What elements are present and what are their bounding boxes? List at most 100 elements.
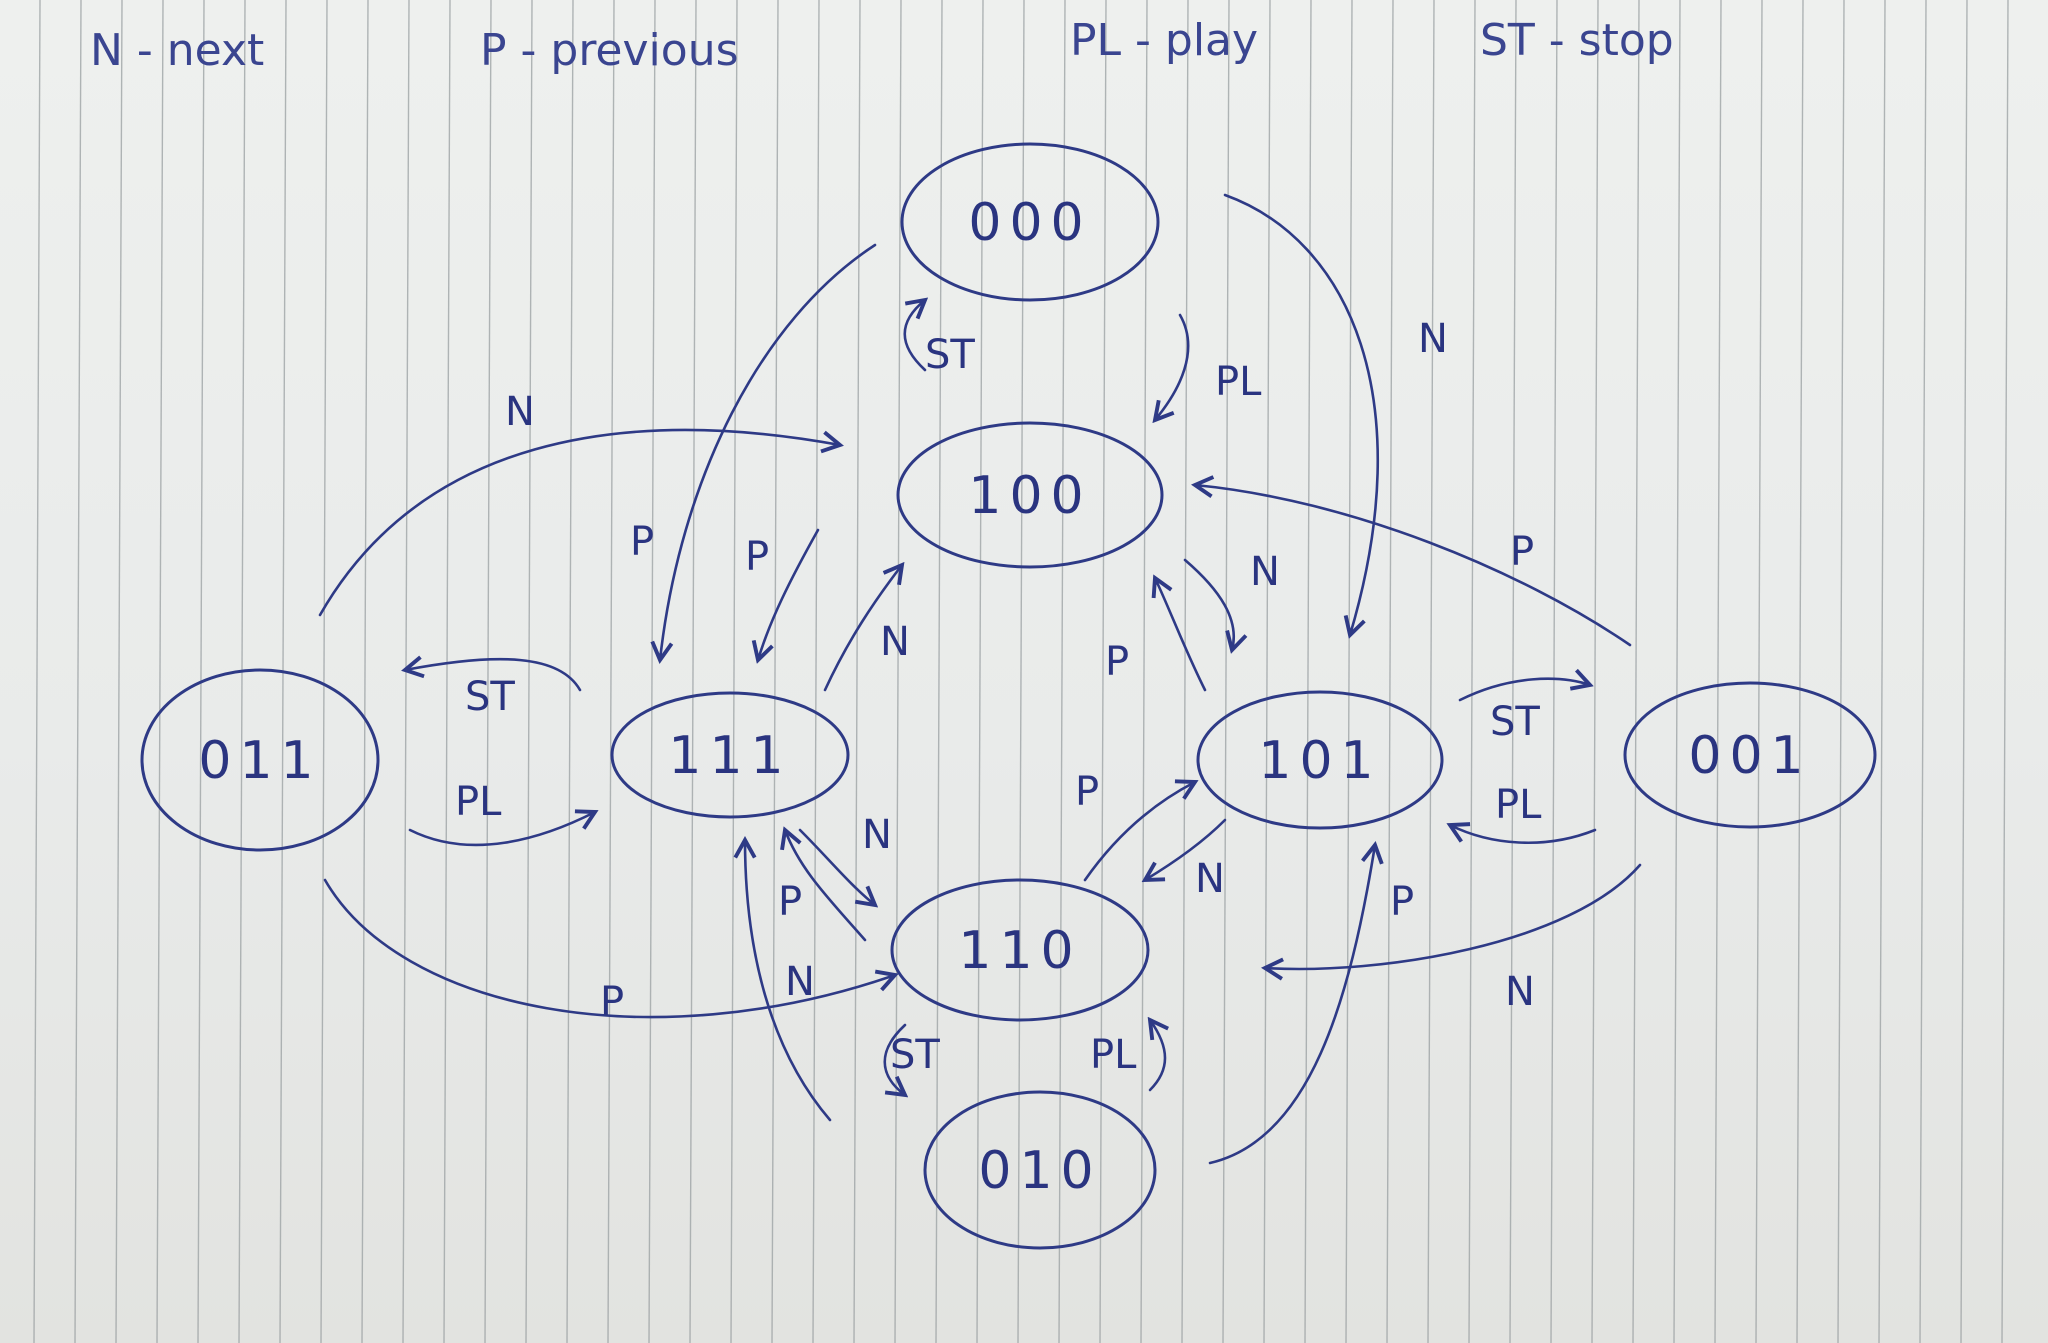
arrow-st-111-011 [405,659,582,692]
arrow-p-011-110 [323,878,895,1019]
label-p-011-110: P [600,979,624,1025]
state-011-label: 011 [198,731,321,791]
arrow-pl-010-110 [1150,1020,1165,1092]
ruled-line [894,0,902,1343]
ruled-line [935,0,943,1343]
state-111-label: 111 [668,726,791,786]
ruled-line [1140,0,1148,1343]
ruled-line [976,0,984,1343]
ruled-line [1632,0,1640,1343]
ruled-line [566,0,574,1343]
state-010-label: 010 [978,1141,1101,1201]
label-p-001-100: P [1510,529,1534,575]
state-000-label: 000 [968,193,1091,253]
ruled-line [1591,0,1599,1343]
ruled-line [1468,0,1476,1343]
state-010: 010 [923,1090,1157,1250]
arrow-n-001-110 [1265,863,1642,969]
legend-next: N - next [90,25,264,76]
ruled-line [1427,0,1435,1343]
state-001-label: 001 [1688,726,1811,786]
ruled-line [525,0,533,1343]
ruled-line [33,0,41,1343]
arrow-p-010-101 [745,840,832,1122]
arrow-n-101-110 [1145,818,1227,880]
ruled-line [74,0,82,1343]
arrow-st-100-000 [903,300,925,372]
label-n-111-100: N [880,619,910,665]
arrow-n-100-101 [1183,558,1234,650]
state-100: 100 [896,421,1164,569]
label-st-110-010: ST [890,1032,940,1078]
label-p-110-111: P [778,879,802,925]
ruled-line [1550,0,1558,1343]
ruled-line [443,0,451,1343]
arrow-p-001-100 [1195,485,1632,647]
ruled-line [607,0,615,1343]
label-p-100-111: P [745,534,769,580]
arrow-st-110-010 [883,1023,905,1095]
ruled-line [1304,0,1312,1343]
label-n-100-101: N [1250,549,1280,595]
arrow-p-110-101 [1083,782,1195,882]
ruled-line [1263,0,1271,1343]
state-110: 110 [890,878,1150,1022]
label-st-100-000: ST [925,332,975,378]
arrow-p-101-100 [1155,578,1207,692]
ruled-line [484,0,492,1343]
label-pl-011-111: PL [455,779,502,825]
ruled-line [1714,0,1722,1343]
ruled-line [1181,0,1189,1343]
state-000: 000 [900,142,1160,302]
state-111: 111 [610,691,850,819]
label-pl-010-110: PL [1090,1032,1137,1078]
state-011: 011 [140,668,380,852]
arrow-pl-001-101 [1450,825,1597,844]
arrow-p-000-111 [660,243,877,660]
arrow-p-100-111 [758,528,820,660]
legend-play: PL - play [1070,15,1258,66]
arrow-pl-000-100 [1155,313,1190,420]
label-n-001-110: N [1505,969,1535,1015]
ruled-line [689,0,697,1343]
arrow-n-011-100 [318,428,840,617]
ruled-line [853,0,861,1343]
arrow-p-110-111 [785,830,867,942]
ruled-line [1919,0,1927,1343]
ruled-line [812,0,820,1343]
ruled-line [1837,0,1845,1343]
state-101-label: 101 [1258,731,1381,791]
label-st-001-101: ST [1490,699,1540,745]
state-110-label: 110 [958,921,1081,981]
label-p-101-100: P [1105,639,1129,685]
ruled-line [1755,0,1763,1343]
label-p-110-101: P [1075,769,1099,815]
legend-previous: P - previous [480,25,739,76]
ruled-line [1386,0,1394,1343]
ruled-line [648,0,656,1343]
ruled-line [156,0,164,1343]
ruled-line [1673,0,1681,1343]
ruled-line [1345,0,1353,1343]
label-st-111-011: ST [465,674,515,720]
ruled-line [115,0,123,1343]
ruled-line [1878,0,1886,1343]
ruled-line [771,0,779,1343]
label-p-000-111: P [630,519,654,565]
ruled-line [320,0,328,1343]
label-n-101-110: N [1195,856,1225,902]
label-pl-000-100: PL [1215,359,1262,405]
ruled-line [361,0,369,1343]
ruled-line [1960,0,1968,1343]
legend-stop: ST - stop [1480,15,1674,66]
arrow-st-001-101 [1458,679,1590,702]
arrow-pl-011-111 [408,812,595,847]
ruled-line [1017,0,1025,1343]
label-pl-001-101: PL [1495,782,1542,828]
label-n-111-110: N [862,812,892,858]
ruled-line [1222,0,1230,1343]
ruled-line [730,0,738,1343]
